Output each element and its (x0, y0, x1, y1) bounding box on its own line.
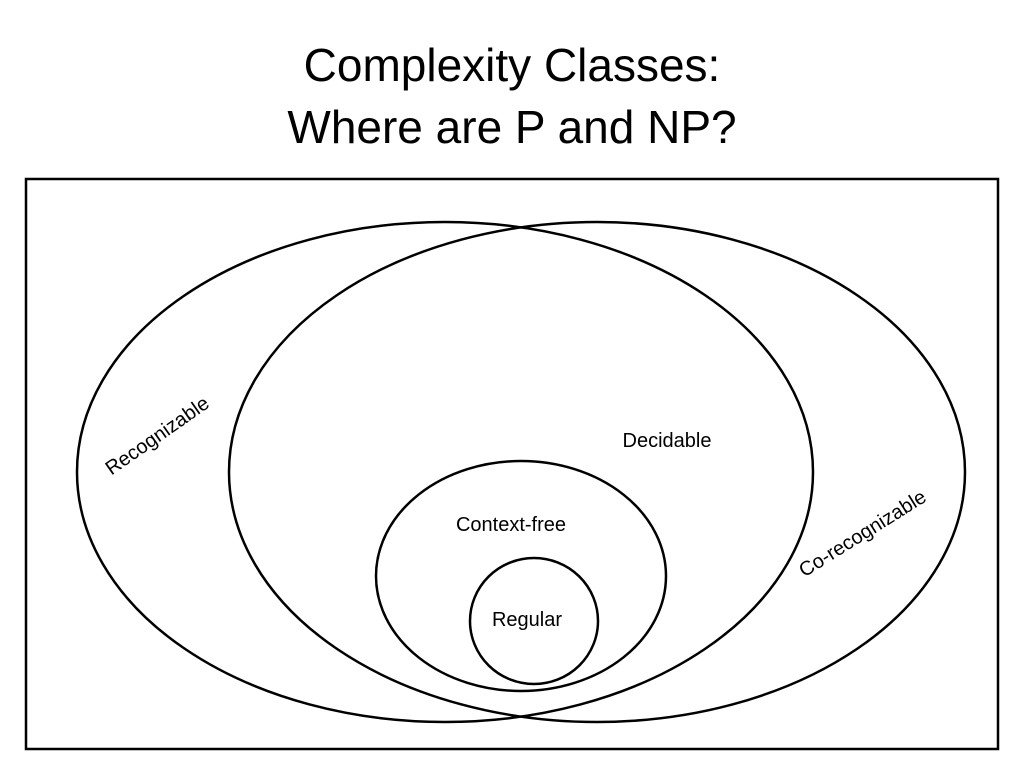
diagram-frame (24, 177, 1000, 751)
co-recognizable-ellipse (227, 220, 967, 724)
title-line-2: Where are P and NP? (287, 101, 737, 153)
recognizable-ellipse (75, 220, 815, 724)
context-free-ellipse (374, 459, 668, 693)
decidable-label: Decidable (623, 430, 712, 452)
slide-title: Complexity Classes: Where are P and NP? (0, 34, 1024, 158)
co-recognizable-label: Co-recognizable (795, 486, 930, 582)
context-free-label: Context-free (456, 514, 566, 536)
title-line-1: Complexity Classes: (303, 39, 721, 91)
recognizable-label: Recognizable (102, 392, 214, 480)
regular-label: Regular (492, 609, 562, 631)
regular-ellipse (468, 556, 600, 686)
